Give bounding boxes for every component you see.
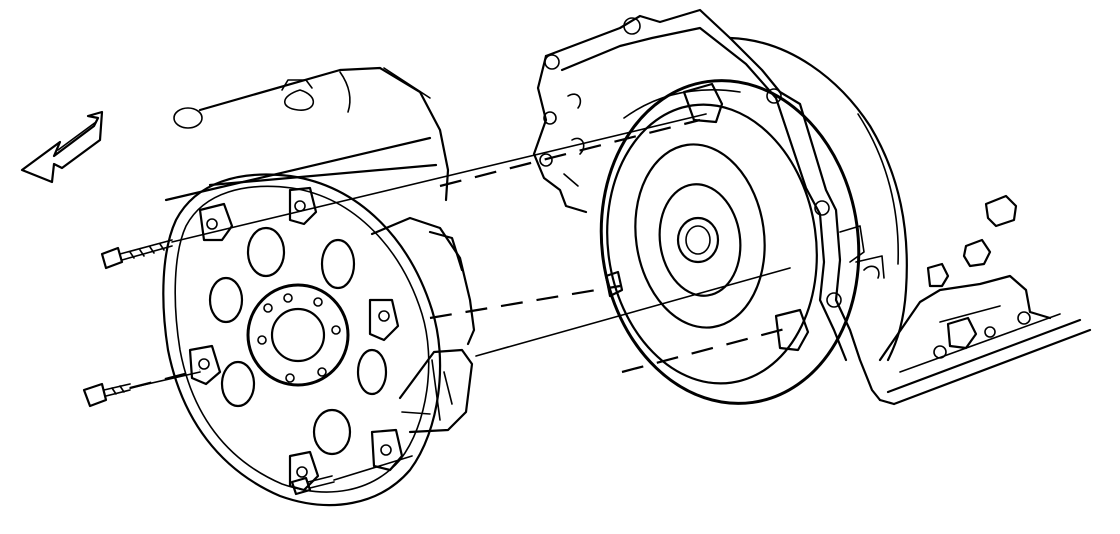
flexplate-bolt-upper — [100, 239, 173, 270]
torque-converter — [599, 79, 861, 405]
flexplate — [162, 173, 442, 507]
alignment-lines — [129, 113, 797, 481]
flexplate-bolt-lower — [82, 382, 131, 408]
transmission-case — [532, 8, 1092, 406]
flywheel-housing — [370, 216, 476, 434]
engine-block — [164, 66, 450, 202]
direction-arrow-icon — [20, 110, 104, 184]
converter-bolt-lower — [290, 475, 335, 496]
